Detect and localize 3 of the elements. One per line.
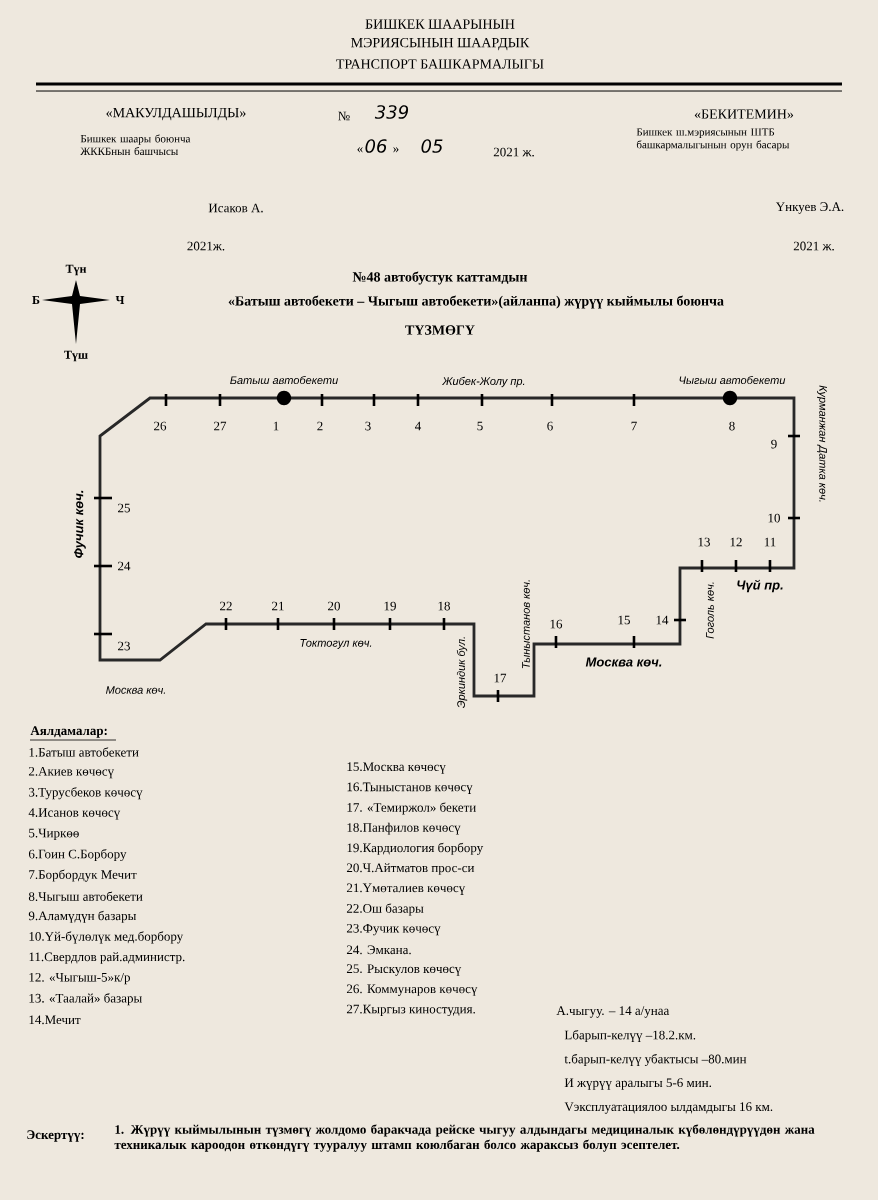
- handwritten-number: 339: [374, 105, 409, 119]
- handwritten-number: 05: [421, 139, 443, 153]
- handwritten-number: 06: [365, 139, 387, 153]
